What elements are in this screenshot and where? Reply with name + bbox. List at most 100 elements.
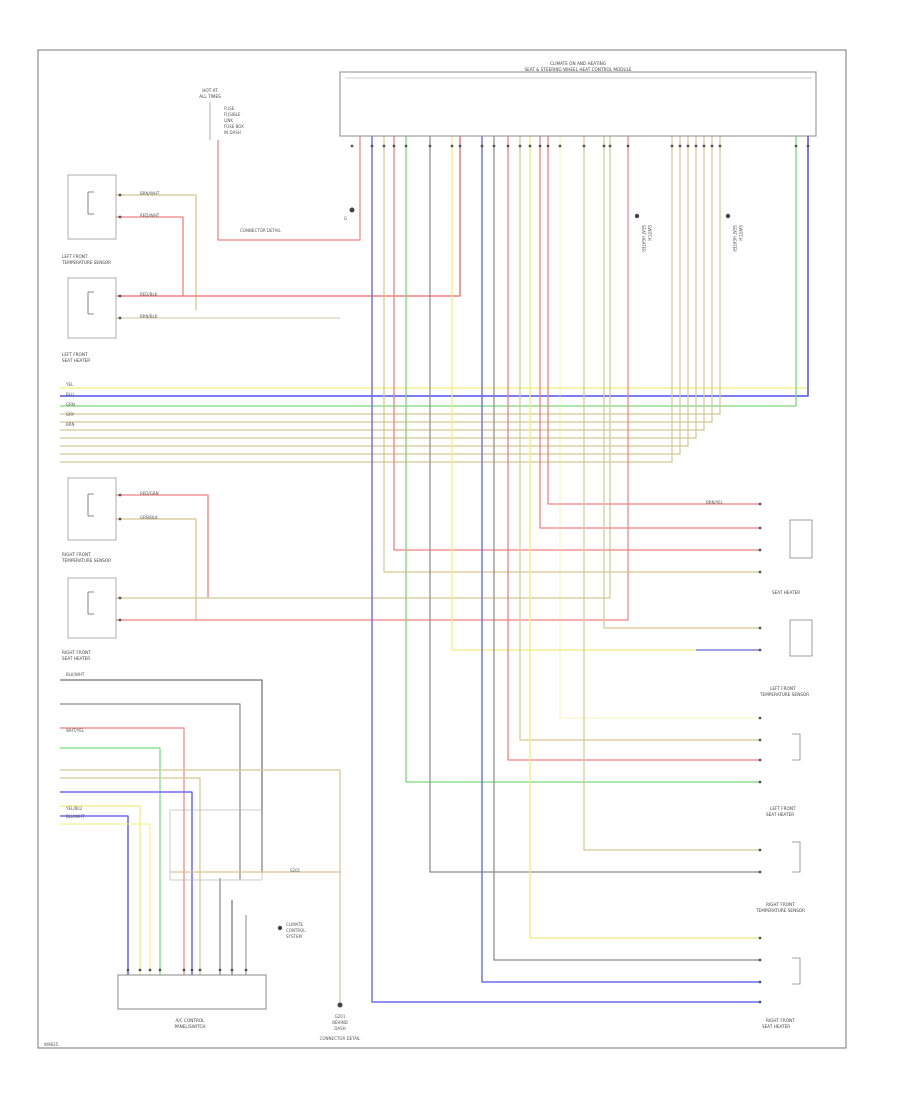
connector-pin (182, 968, 186, 972)
connector-pin (450, 144, 454, 148)
wire-45 (60, 815, 129, 975)
connector-pin (118, 596, 122, 600)
wire-1 (217, 136, 361, 241)
left-front-seat-heater: LEFT FRONT SEAT HEATER (62, 277, 117, 363)
connector-pin (546, 144, 550, 148)
wire-25 (451, 136, 760, 651)
wire-code-brn: BRN (66, 422, 75, 427)
wire-12 (60, 136, 697, 439)
connector-pin (538, 144, 542, 148)
wire-code-grn: GRN (66, 402, 75, 407)
left-front-seat-heater-line2: SEAT HEATER (62, 358, 90, 363)
wire-19 (116, 136, 629, 621)
connector-pin (118, 193, 122, 197)
vertical-tag-2-line1: SEAT HEATER (732, 225, 737, 252)
wire-code-gry: GRY (66, 412, 75, 417)
connector-pin (118, 618, 122, 622)
ground-top: G CONNECTOR DETAIL (240, 207, 355, 233)
connector-pin (702, 144, 706, 148)
wire-layer (60, 136, 810, 1004)
wire-21 (539, 136, 760, 529)
wire-code-red-wht: RED/WHT (140, 213, 160, 218)
ground-bottom-caption: CONNECTOR DETAIL (320, 1036, 362, 1041)
connector-pin (758, 738, 762, 742)
fuse-title-line1: HOT AT (202, 88, 218, 93)
wire-39 (60, 727, 185, 975)
connector-pin (758, 648, 762, 652)
connector-pin (794, 144, 798, 148)
wire-41 (60, 769, 341, 1002)
wire-26 (559, 136, 760, 719)
connector-pin (626, 144, 630, 148)
connector-pin (758, 626, 762, 630)
wire-22 (393, 136, 760, 551)
connector-pin (758, 958, 762, 962)
connector-pin (428, 144, 432, 148)
fuse-title-line2: ALL TIMES (199, 94, 221, 99)
wire-23 (383, 136, 760, 573)
left-front-temp-sensor: LEFT FRONT TEMPERATURE SENSOR (61, 174, 117, 265)
wire-31 (429, 136, 760, 873)
wire-43 (60, 791, 193, 975)
connector-pin (118, 316, 122, 320)
wire-18 (116, 136, 611, 599)
wire-32 (529, 136, 760, 939)
connector-pin (118, 294, 122, 298)
connector-pin (758, 980, 762, 984)
wire-code-grn-blk: GRN/BLK (140, 515, 158, 520)
left-front-temp-sensor-line1: LEFT FRONT (62, 254, 88, 259)
right-comp-4-line1: RIGHT FRONT (766, 902, 795, 907)
connector-pin (558, 144, 562, 148)
connector-pin (382, 144, 386, 148)
vertical-tag-2-line2: SWITCH (738, 225, 743, 241)
wire-28 (507, 136, 760, 761)
wire-10 (60, 136, 713, 423)
switch-tag-line3: SYSTEM (286, 934, 302, 939)
connector-pin (118, 215, 122, 219)
connector-pin (518, 144, 522, 148)
fuse-line-1: FUSE (224, 106, 235, 111)
connector-pin (686, 144, 690, 148)
fuse-line-2: FUSIBLE (224, 112, 241, 117)
right-comp-3-line1: LEFT FRONT (770, 806, 796, 811)
right-comp-left-heater: LEFT FRONT SEAT HEATER (766, 733, 801, 817)
wire-2 (116, 194, 197, 310)
right-comp-4-line2: TEMPERATURE SENSOR (755, 908, 805, 913)
wire-27 (519, 136, 760, 741)
connector-pin (244, 968, 248, 972)
right-front-seat-heater-line2: SEAT HEATER (62, 656, 90, 661)
connector-pin (718, 144, 722, 148)
connector-pin (506, 144, 510, 148)
fuse-line-4: FUSE BOX (224, 124, 244, 129)
fuse-line-3: LINK (224, 118, 233, 123)
connector-pin (480, 144, 484, 148)
wire-44 (60, 805, 141, 975)
connector-pin (138, 968, 142, 972)
right-comp-5-line1: RIGHT FRONT (766, 1018, 795, 1023)
vertical-tag-1: SEAT HEATER SWITCH (634, 213, 652, 252)
wire-35 (371, 136, 760, 1003)
right-comp-right-heater: RIGHT FRONT SEAT HEATER (762, 957, 801, 1029)
connector-pin (458, 144, 462, 148)
right-comp-5-line2: SEAT HEATER (762, 1024, 790, 1029)
right-comp-2-line2: TEMPERATURE SENSOR (759, 692, 809, 697)
connector-pin (190, 968, 194, 972)
left-front-seat-heater-line1: LEFT FRONT (62, 352, 88, 357)
connector-pin (350, 144, 354, 148)
connector-pin (758, 848, 762, 852)
right-front-seat-heater: RIGHT FRONT SEAT HEATER (62, 577, 117, 661)
wire-38 (60, 703, 241, 880)
fuse-line-5: IN DASH (224, 130, 241, 135)
connector-pin (198, 968, 202, 972)
wire-29 (405, 136, 760, 783)
right-front-temp-sensor: RIGHT FRONT TEMPERATURE SENSOR (61, 477, 117, 563)
wire-code-blu-wht: BLU/WHT (66, 814, 85, 819)
right-comp-right-temp: RIGHT FRONT TEMPERATURE SENSOR (755, 841, 805, 913)
wire-42 (60, 777, 201, 975)
wire-24 (603, 136, 760, 629)
connector-pin (806, 144, 810, 148)
right-front-seat-heater-line1: RIGHT FRONT (62, 650, 91, 655)
connector-pin (694, 144, 698, 148)
switch-tag-line1: CLIMATE (286, 922, 304, 927)
